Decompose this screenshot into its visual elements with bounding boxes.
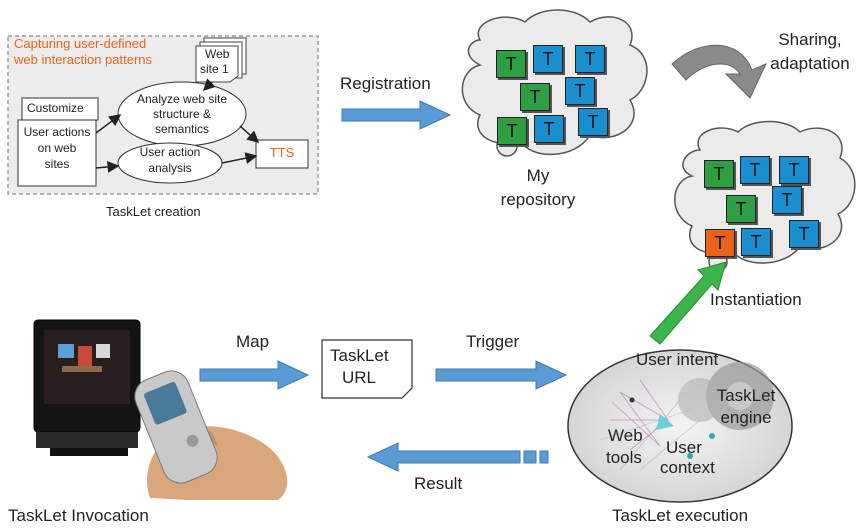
trigger-label: Trigger <box>466 332 520 351</box>
shared-repo-tasklet-tile: T <box>740 156 770 184</box>
tts-label: TTS <box>269 145 295 160</box>
my-repo-tasklet-tile: T <box>578 108 608 136</box>
tts-box <box>255 139 309 169</box>
result-label: Result <box>414 474 463 493</box>
engine-tasklet-line2: engine <box>720 408 772 427</box>
creation-title-line2: web interaction patterns <box>14 52 153 67</box>
user-actions-label-line1: User actions <box>23 125 91 139</box>
touchscreen-monitor <box>33 319 141 456</box>
shared-repo-tasklet-tile: T <box>704 160 734 188</box>
user-action-label-line2: analysis <box>148 161 192 175</box>
map-label: Map <box>236 332 270 351</box>
shared-repo-tasklet-tile: T <box>726 195 756 223</box>
my-repo-tasklet-tile: T <box>497 117 527 145</box>
user-actions-box <box>17 119 97 187</box>
shared-repo-tasklet-tile: T <box>772 186 802 214</box>
customize-label: Customize <box>27 101 84 115</box>
analyze-label-line3: semantics <box>154 122 210 136</box>
sharing-label-line2: adaptation <box>770 54 850 73</box>
engine-tasklet-line1: TaskLet <box>716 386 776 405</box>
website-doc <box>195 37 247 83</box>
analyze-label-line1: Analyze web site <box>136 92 228 106</box>
user-actions-label-line2: on web <box>37 141 77 155</box>
my-repository-label-line1: My <box>526 166 550 185</box>
analyze-label-line2: structure & <box>152 107 212 121</box>
engine-web-line2: tools <box>606 448 642 467</box>
tasklet-url-label-line1: TaskLet <box>330 346 389 365</box>
my-repo-tasklet-tile: T <box>496 50 526 78</box>
my-repo-tasklet-tile: T <box>575 45 605 73</box>
trigger-arrow <box>435 360 568 390</box>
website-label-line1: Web <box>205 47 230 61</box>
tasklet-url-label-line2: URL <box>342 368 377 387</box>
my-repository-label-line2: repository <box>500 190 576 209</box>
arrow-website-analyze <box>202 78 216 92</box>
sharing-label-line1: Sharing, <box>778 30 842 49</box>
my-repo-tasklet-tile: T <box>565 77 595 105</box>
shared-repo-tasklet-tile: T <box>789 220 819 248</box>
engine-user-line2: context <box>660 458 715 477</box>
execution-caption: TaskLet execution <box>612 506 749 525</box>
phone-in-hand <box>134 370 288 500</box>
my-repo-tasklet-tile: T <box>534 115 564 143</box>
my-repo-tasklet-tile: T <box>520 83 550 111</box>
instantiation-arrow <box>649 261 727 345</box>
shared-repo-tasklet-tile: T <box>705 229 735 257</box>
arrow-actions-analysis <box>95 160 120 173</box>
arrow-actions-analyze <box>95 114 122 134</box>
invocation-caption: TaskLet Invocation <box>8 506 149 525</box>
tasklet-url-doc <box>321 339 413 399</box>
registration-label: Registration <box>340 74 431 93</box>
creation-title-line1: Capturing user-defined <box>14 36 147 51</box>
arrow-analyze-tts <box>239 125 260 143</box>
user-action-label-line1: User action <box>139 145 201 159</box>
user-actions-label-line3: sites <box>44 157 70 171</box>
map-arrow <box>199 360 310 390</box>
sharing-curved-arrow <box>671 44 768 99</box>
shared-repo-tasklet-tile: T <box>779 156 809 184</box>
engine-user-line1: User <box>666 438 702 457</box>
instantiation-label: Instantiation <box>710 290 802 309</box>
arrow-analysis-tts <box>221 152 258 164</box>
tasklet-engine <box>567 349 793 503</box>
engine-user-intent: User intent <box>636 350 719 369</box>
registration-arrow <box>341 100 452 130</box>
creation-caption: TaskLet creation <box>106 204 201 219</box>
engine-web-line1: Web <box>608 426 643 445</box>
result-arrow <box>366 442 549 472</box>
shared-repo-tasklet-tile: T <box>741 228 771 256</box>
website-label-line2: site 1 <box>200 62 229 76</box>
my-repo-tasklet-tile: T <box>533 45 563 73</box>
